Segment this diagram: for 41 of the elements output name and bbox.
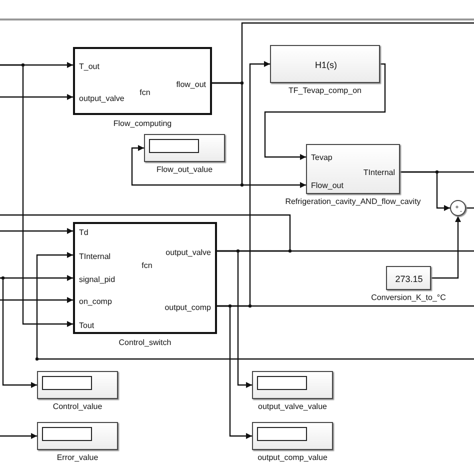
block-name: Conversion_K_to_°C bbox=[371, 293, 446, 303]
port-label: Tout bbox=[79, 321, 94, 331]
block-name: Control_value bbox=[52, 402, 102, 412]
signal-line bbox=[0, 277, 37, 388]
port-label: Tevap bbox=[311, 153, 332, 163]
signal-line bbox=[131, 82, 243, 186]
signal-line bbox=[264, 63, 386, 160]
block-name: TF_Tevap_comp_on bbox=[288, 86, 362, 96]
port-label: signal_pid bbox=[79, 275, 116, 285]
block-name: output_valve_value bbox=[258, 402, 327, 412]
block-label: fcn bbox=[140, 88, 150, 98]
signal-line bbox=[212, 22, 474, 84]
port-label: flow_out bbox=[176, 80, 206, 90]
port-label: output_valve bbox=[166, 248, 211, 258]
port-label: on_comp bbox=[79, 297, 112, 307]
signal-line bbox=[0, 94, 73, 100]
block-name: output_comp_value bbox=[258, 453, 328, 463]
port-label: Td bbox=[79, 228, 88, 238]
block-name: Control_switch bbox=[118, 338, 172, 348]
block-label: 273.15 bbox=[395, 274, 423, 284]
block-label: H1(s) bbox=[315, 60, 337, 70]
port-label: Flow_out bbox=[311, 181, 344, 191]
port-label: TInternal bbox=[363, 168, 395, 178]
signal-line bbox=[0, 228, 73, 234]
port-label: output_comp bbox=[164, 303, 211, 313]
signal-line bbox=[0, 297, 73, 303]
port-label: TInternal bbox=[79, 252, 111, 262]
block-name: Refrigeration_cavity_AND_flow_cavity bbox=[285, 197, 421, 207]
signal-line bbox=[0, 214, 291, 252]
block-name: Flow_out_value bbox=[156, 165, 213, 175]
signal-line bbox=[0, 64, 73, 327]
signal-line bbox=[36, 252, 474, 360]
signal-line bbox=[0, 433, 37, 439]
block-label: fcn bbox=[142, 261, 152, 271]
port-label: T_out bbox=[79, 62, 100, 72]
sum-circle bbox=[450, 200, 466, 216]
block-name: Flow_computing bbox=[113, 119, 172, 129]
block-name: Error_value bbox=[56, 453, 98, 463]
signal-line bbox=[400, 171, 474, 173]
port-label: output_valve bbox=[79, 94, 124, 104]
signal-line bbox=[217, 305, 474, 307]
